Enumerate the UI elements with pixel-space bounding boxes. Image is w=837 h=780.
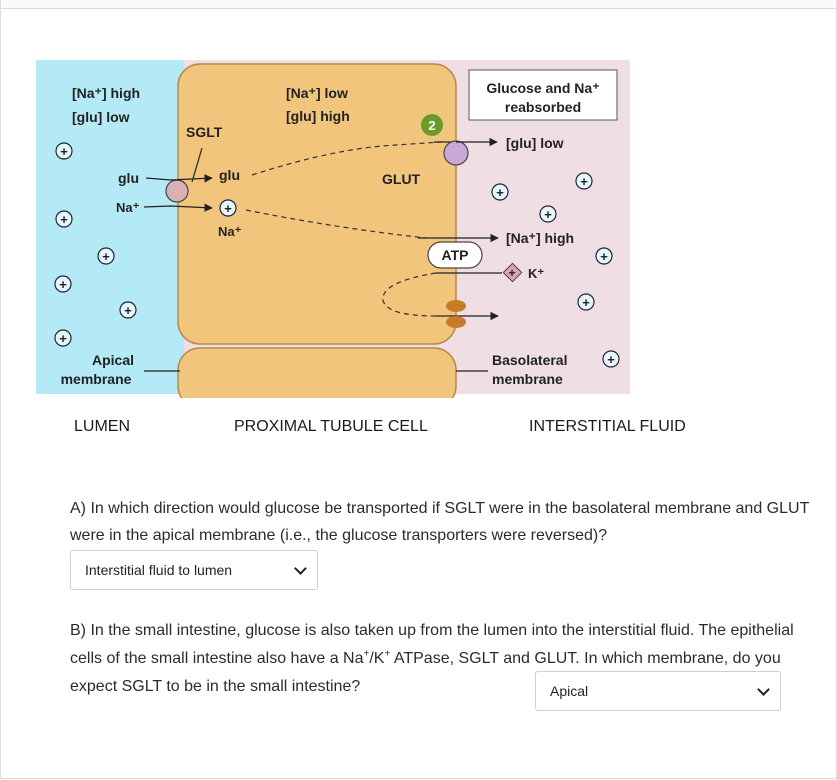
basolateral-label-2: membrane [492,371,563,387]
na-ion-plus: + [580,174,588,189]
top-bar [0,0,837,8]
na-diffusion-path [245,209,427,239]
glu-cell-label: glu [219,167,240,183]
caption-cell: PROXIMAL TUBULE CELL [234,418,428,435]
na-ions: + + + + + + + + + + + + [54,142,620,368]
top-divider [0,8,837,9]
na-ion-plus: + [60,212,68,227]
chevron-down-icon [294,562,307,575]
basolateral-label-1: Basolateral [492,352,567,368]
k-ion [502,262,523,283]
lumen-na-concentration: [Na⁺] high [72,85,140,101]
na-ion-plus: + [59,331,67,346]
answer-b-value: Apical [550,683,589,699]
k-return-path [382,272,437,317]
sglt-transporter [165,179,189,203]
na-ion-plus: + [59,277,67,292]
question-b-text: B) In the small intestine, glucose is al… [70,617,810,701]
k-label: K⁺ [528,266,544,281]
na-cell-ion [219,199,237,217]
na-ion [54,275,72,293]
interstitial-glu-concentration: [glu] low [506,135,564,151]
lumen-glu-concentration: [glu] low [72,109,130,125]
sglt-glut-diagram: [Na⁺] high [glu] low [Na⁺] low [glu] hig… [36,60,630,398]
superscript-plus-2: + [384,648,391,660]
k-channel-top [446,300,466,312]
glu-diffusion-path [251,141,442,176]
answer-b-select[interactable]: Apical [535,671,781,711]
k-channel-bottom [446,316,466,328]
na-ion-plus: + [124,303,132,318]
atp-label: ATP [442,247,469,263]
na-ion [97,247,115,265]
na-ion-plus: + [102,249,110,264]
na-ion-plus: + [496,185,504,200]
na-in-arrow [143,203,213,212]
na-ion-plus: + [582,295,590,310]
na-ion [575,172,593,190]
step-number: 2 [428,118,435,133]
na-cell-ion-plus: + [224,201,232,216]
question-b-part-1: B) In the small intestine, glucose is al… [70,622,794,667]
caption-lumen: LUMEN [74,418,131,435]
na-ion [54,329,72,347]
step-badge [421,114,443,136]
sglt-pointer [191,147,203,183]
glut-label: GLUT [382,171,421,187]
na-ion [55,210,73,228]
glu-in-arrow [145,174,213,183]
na-cell-label: Na⁺ [218,224,242,239]
superscript-plus-1: + [363,648,370,660]
question-b-part-3: ATPase, SGLT and GLUT. In which membrane… [70,650,781,695]
result-box [468,69,618,121]
na-ion-plus: + [544,207,552,222]
na-ion [55,142,73,160]
sglt-label: SGLT [186,124,223,140]
answer-a-select[interactable]: Interstitial fluid to lumen [70,550,318,590]
na-ion [491,183,509,201]
na-ion-plus: + [60,144,68,159]
k-ion-plus: + [508,266,515,280]
caption-interstitial: INTERSTITIAL FLUID [529,418,686,435]
na-ion-plus: + [600,249,608,264]
na-ion [577,293,595,311]
apical-label-1: Apical [92,352,134,368]
glu-lumen-label: glu [118,170,139,186]
apical-label-2: membrane [61,371,132,387]
question-b-part-2: /K [369,650,385,667]
na-ion [539,205,557,223]
question-a-text: A) In which direction would glucose be t… [70,500,810,544]
na-ion [602,350,620,368]
na-ion [119,301,137,319]
na-ion-plus: + [607,352,615,367]
atp-pump [427,241,483,269]
neighbor-cell [177,347,457,398]
glut-transporter [443,140,469,166]
na-lumen-label: Na⁺ [116,200,140,215]
proximal-tubule-cell [177,63,457,345]
cell-na-concentration: [Na⁺] low [286,85,348,101]
cell-glu-concentration: [glu] high [286,108,350,124]
answer-a-value: Interstitial fluid to lumen [85,562,233,578]
chevron-down-icon [757,683,770,696]
result-line-1: Glucose and Na⁺ [486,80,599,96]
result-line-2: reabsorbed [505,99,581,115]
interstitial-na-concentration: [Na⁺] high [506,230,574,246]
na-ion [595,247,613,265]
